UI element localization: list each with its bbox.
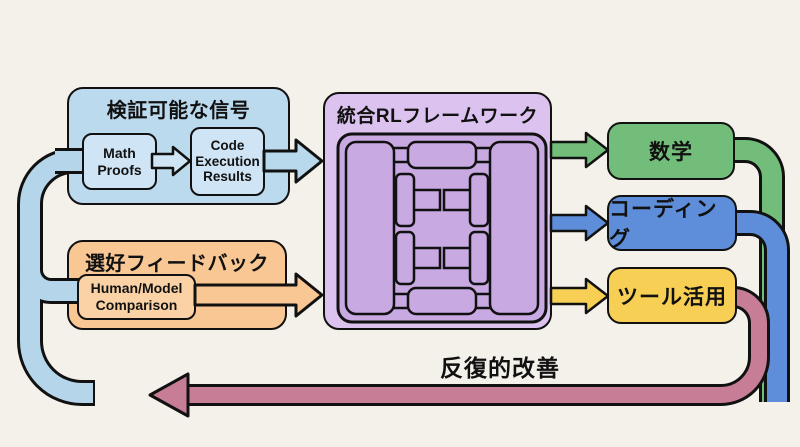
verifiable-signals-title: 検証可能な信号	[106, 100, 251, 122]
output-tool-label: ツール活用	[617, 285, 727, 309]
human-model-comparison-label: Human/Model Comparison	[90, 280, 183, 313]
output-coding-box: コーディング	[607, 195, 737, 251]
input-loop-pipe	[17, 148, 95, 406]
output-coding-label: コーディング	[609, 198, 718, 251]
output-math-label: 数学	[649, 141, 693, 164]
framework-to-math-arrow-icon	[549, 131, 610, 169]
coding-output-pipe	[734, 210, 790, 402]
unified-rl-framework-title: 統合RLフレームワーク	[336, 106, 539, 127]
math-to-code-arrow-icon	[150, 145, 192, 177]
math-proofs-node: Math Proofs	[82, 133, 157, 190]
framework-maze-icon	[336, 132, 548, 324]
output-tool-box: ツール活用	[607, 267, 737, 324]
code-execution-label: Code Execution Results	[195, 137, 260, 185]
math-output-pipe	[732, 137, 785, 402]
human-model-comparison-node: Human/Model Comparison	[77, 274, 196, 320]
feedback-loop-arrowhead-icon	[148, 372, 190, 418]
code-execution-node: Code Execution Results	[190, 127, 265, 196]
preference-to-framework-arrow-icon	[193, 272, 324, 318]
framework-to-coding-arrow-icon	[549, 204, 610, 242]
output-math-box: 数学	[607, 122, 735, 180]
math-proofs-label: Math Proofs	[97, 144, 142, 178]
preference-feedback-title: 選好フィードバック	[84, 253, 270, 275]
verifiable-to-framework-arrow-icon	[262, 138, 324, 184]
iterative-improvement-label: 反復的改善	[440, 355, 560, 381]
framework-to-tool-arrow-icon	[549, 277, 610, 315]
feedback-loop-pipe	[148, 286, 770, 418]
